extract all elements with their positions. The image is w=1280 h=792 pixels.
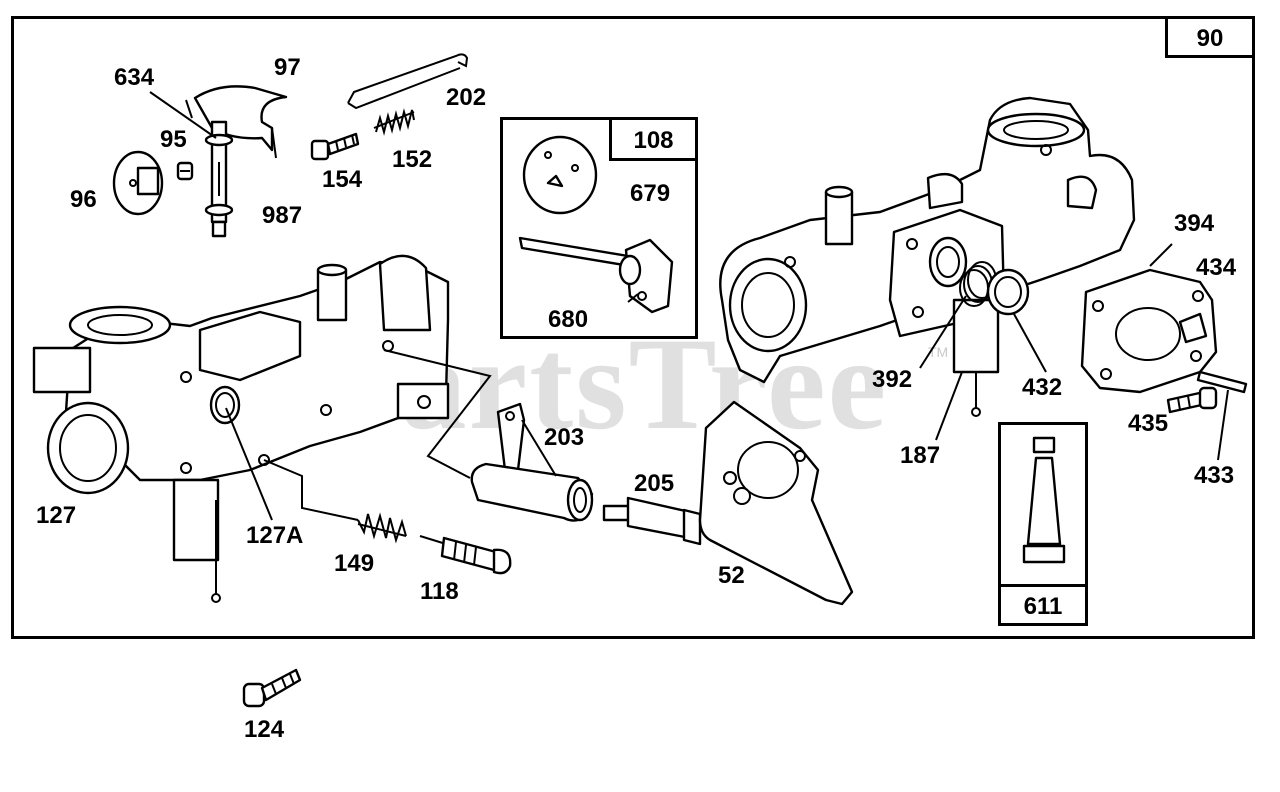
- part-label-203[interactable]: 203: [544, 424, 585, 451]
- part-118-needle-valve[interactable]: [419, 535, 512, 575]
- part-label-435[interactable]: 435: [1128, 410, 1169, 437]
- part-label-634[interactable]: 634: [114, 64, 155, 91]
- part-149-spring[interactable]: [357, 512, 407, 544]
- subassembly-611-tag: 611: [998, 584, 1088, 626]
- part-97-choke-lever[interactable]: [193, 85, 288, 159]
- part-432-o-ring[interactable]: [986, 268, 1030, 316]
- leader-203: [383, 349, 492, 479]
- part-label-127A[interactable]: 127A: [246, 522, 304, 549]
- diagram-frame: [11, 16, 1255, 639]
- part-label-392[interactable]: 392: [872, 366, 913, 393]
- subassembly-611-label: 611: [1023, 593, 1063, 620]
- leader-680: [627, 293, 639, 303]
- part-label-202[interactable]: 202: [446, 84, 487, 111]
- part-label-95[interactable]: 95: [160, 126, 187, 153]
- part-label-124[interactable]: 124: [244, 716, 285, 743]
- part-96-choke-plate[interactable]: [112, 150, 164, 216]
- group-number: 90: [1196, 25, 1224, 52]
- leader-432: [1013, 313, 1047, 373]
- subassembly-box-108: [500, 117, 698, 339]
- part-205-screw[interactable]: [602, 496, 702, 546]
- part-154-screw[interactable]: [310, 132, 360, 161]
- part-611-nozzle[interactable]: [1022, 436, 1066, 564]
- part-label-987[interactable]: 987: [262, 202, 303, 229]
- part-label-149[interactable]: 149: [334, 550, 375, 577]
- part-108-throttle-plate[interactable]: [522, 135, 598, 215]
- part-433-pin[interactable]: [1196, 370, 1248, 394]
- leader-149: [263, 459, 359, 521]
- part-label-154[interactable]: 154: [322, 166, 363, 193]
- leader-97: [185, 99, 193, 119]
- part-label-205[interactable]: 205: [634, 470, 675, 497]
- part-label-680[interactable]: 680: [548, 306, 589, 333]
- part-label-432[interactable]: 432: [1022, 374, 1063, 401]
- part-label-679[interactable]: 679: [630, 180, 671, 207]
- part-152-spring[interactable]: [373, 108, 415, 136]
- part-202-link-rod-b: [347, 67, 461, 110]
- leader-394: [1149, 243, 1173, 267]
- part-435-screw[interactable]: [1166, 386, 1218, 414]
- part-label-127[interactable]: 127: [36, 502, 77, 529]
- part-label-52[interactable]: 52: [718, 562, 745, 589]
- part-987-choke-shaft[interactable]: [204, 120, 234, 238]
- part-203-lever[interactable]: [470, 402, 594, 522]
- part-label-118[interactable]: 118: [420, 578, 459, 605]
- part-label-152[interactable]: 152: [392, 146, 433, 173]
- part-label-97[interactable]: 97: [274, 54, 301, 81]
- part-label-434[interactable]: 434: [1196, 254, 1237, 281]
- leader-392: [919, 295, 967, 369]
- part-52-gasket[interactable]: [698, 400, 854, 606]
- part-label-96[interactable]: 96: [70, 186, 97, 213]
- subassembly-108-tag: 108: [609, 117, 698, 161]
- group-number-box: 90: [1165, 16, 1255, 58]
- part-202-link-rod[interactable]: [347, 53, 469, 104]
- leader-634: [149, 91, 217, 139]
- part-carburetor-body-left[interactable]: [32, 254, 450, 603]
- part-124-screw[interactable]: [242, 668, 302, 708]
- part-label-187[interactable]: 187: [900, 442, 941, 469]
- leader-127A: [225, 407, 273, 521]
- part-434-cover[interactable]: [1080, 268, 1218, 394]
- leader-433: [1217, 389, 1229, 461]
- part-label-394[interactable]: 394: [1174, 210, 1215, 237]
- part-95-screw[interactable]: [176, 161, 194, 181]
- part-label-433[interactable]: 433: [1194, 462, 1235, 489]
- leader-187: [935, 371, 963, 441]
- subassembly-108-label: 108: [633, 127, 674, 154]
- part-carburetor-body-right[interactable]: [719, 96, 1136, 417]
